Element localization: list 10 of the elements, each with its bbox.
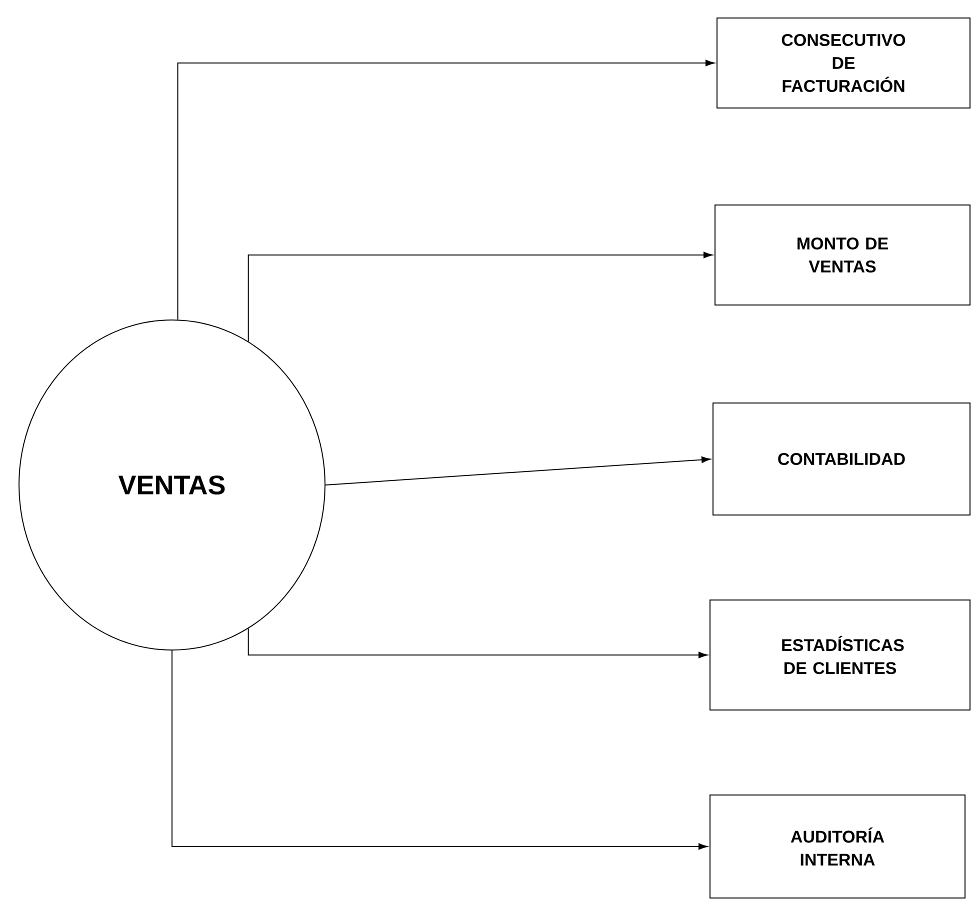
- arrow: [172, 650, 708, 850]
- process-box: MONTO DE VENTAS: [714, 204, 970, 306]
- process-box: CONTABILIDAD: [712, 402, 970, 516]
- process-box: AUDITORÍA INTERNA: [710, 794, 966, 898]
- arrow: [248, 252, 713, 342]
- arrow: [177, 60, 715, 320]
- arrow: [248, 628, 708, 658]
- process-box: ESTADÍSTICAS DE CLIENTES: [710, 600, 970, 710]
- process-box: CONSECUTIVO DE FACTURACIÓN: [716, 18, 970, 108]
- arrow: [325, 456, 711, 486]
